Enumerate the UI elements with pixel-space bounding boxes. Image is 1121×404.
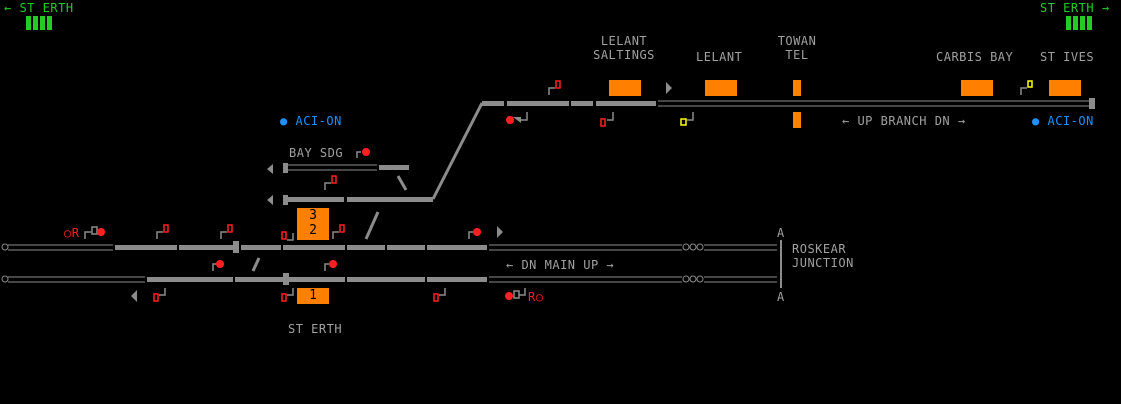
fringe-right-label[interactable]: ST ERTH → [1040,1,1110,15]
aci-dot-icon: ● [1032,114,1040,128]
signal[interactable] [521,112,528,121]
fringe-right-berths [1066,16,1092,30]
track-section[interactable] [347,245,385,250]
arrow-right-icon: → [1101,1,1110,15]
signal[interactable] [468,231,473,239]
signal-aspect-red [362,148,370,156]
fringe-left-label[interactable]: ← ST ERTH [4,1,74,15]
track-section[interactable] [596,101,656,106]
buffer-stop [283,163,288,173]
track-section[interactable] [288,197,344,202]
station-carbis-bay: CARBIS BAY [936,50,1014,64]
train-berth[interactable] [793,80,801,96]
train-berth[interactable] [1049,80,1081,96]
direction-arrow-icon [131,290,137,302]
signal[interactable] [548,80,561,95]
buffer-stop [1089,98,1095,109]
signal[interactable] [212,263,217,271]
train-berth[interactable] [609,80,641,96]
signal[interactable] [680,112,694,126]
track-section[interactable] [115,245,177,250]
signal[interactable] [513,288,526,299]
train-berth-lower[interactable]: 1 [297,288,329,304]
buffer-stop [283,195,288,205]
track-section[interactable] [283,245,345,250]
track-section[interactable] [571,101,593,106]
track-section[interactable] [507,101,569,106]
track-section[interactable] [289,277,345,282]
signal[interactable] [600,112,614,127]
signal[interactable] [84,226,98,239]
route-marker-right[interactable]: R○ [528,290,544,304]
direction-arrow-icon [666,82,672,94]
track-section[interactable] [427,245,487,250]
track-section[interactable] [179,245,233,250]
junction-marker-top: A [777,226,785,240]
aci-left[interactable]: ● ACI-ON [280,114,342,128]
track-section[interactable] [427,277,487,282]
signal[interactable] [433,288,446,302]
crossover [364,211,380,240]
signal[interactable] [332,224,345,239]
crossover [396,175,408,191]
signal-aspect-red [506,116,514,124]
station-st-ives: ST IVES [1040,50,1095,64]
track-section[interactable] [379,165,409,170]
signal[interactable] [356,151,361,158]
direction-arrow-icon [267,164,273,174]
signal-aspect-red [97,228,105,236]
signal[interactable] [324,175,337,190]
track-section[interactable] [147,277,233,282]
signal-aspect-red [216,260,224,268]
signal-aspect-red [329,260,337,268]
signal[interactable] [153,288,166,302]
signal-aspect-red [473,228,481,236]
station-lelant: LELANT [696,50,743,64]
branch-direction-label: ← UP BRANCH DN → [842,114,966,128]
fringe-left-berths [26,16,52,30]
track-joint [283,273,289,285]
aci-dot-icon: ● [280,114,288,128]
signal[interactable] [220,224,233,239]
signal-aspect-red [505,292,513,300]
arrow-left-icon: ← [4,1,12,15]
bay-siding-label: BAY SDG [289,146,344,160]
train-berth[interactable] [705,80,737,96]
direction-arrow-icon [497,226,503,238]
track-joint [233,241,239,253]
signal[interactable] [281,231,294,241]
signal[interactable] [156,224,169,239]
track-section[interactable] [482,101,504,106]
signal[interactable] [324,263,329,271]
train-berth[interactable] [961,80,993,96]
track-section[interactable] [241,245,281,250]
direction-arrow-icon [267,195,273,205]
junction-marker-bottom: A [777,290,785,304]
signal[interactable] [281,288,294,302]
track-section[interactable] [235,277,283,282]
train-berth[interactable] [793,112,801,128]
route-marker-left[interactable]: ○R [64,226,80,240]
signal[interactable] [1020,80,1033,95]
aci-right[interactable]: ● ACI-ON [1032,114,1094,128]
main-direction-label: ← DN MAIN UP → [506,258,615,272]
station-st-erth: ST ERTH [288,322,343,336]
track-section[interactable] [347,277,425,282]
track-section[interactable] [347,197,433,202]
crossover [251,257,261,272]
branch-connector [431,102,484,200]
track-section[interactable] [387,245,425,250]
